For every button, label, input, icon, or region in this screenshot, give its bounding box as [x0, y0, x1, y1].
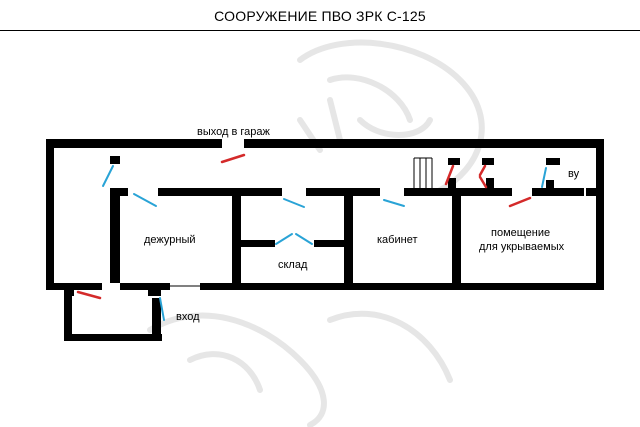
door-blue-duty — [133, 193, 157, 207]
label-garage-exit: выход в гараж — [197, 126, 271, 138]
door-blue-entrance — [159, 297, 165, 321]
door-blue-office — [383, 199, 405, 207]
door-red-vestibule — [76, 290, 102, 300]
blue-doors — [102, 165, 547, 321]
red-doors — [76, 153, 532, 300]
label-office: кабинет — [377, 234, 417, 246]
label-shelter-room-line1: помещение — [491, 227, 550, 239]
title-divider — [0, 30, 640, 31]
door-blue-vu — [541, 167, 547, 188]
door-blue-storage-top — [283, 198, 305, 208]
door-blue-storage-left — [275, 233, 293, 245]
label-entrance: вход — [176, 311, 200, 323]
door-red-stair-1 — [444, 164, 455, 186]
walls — [46, 139, 604, 341]
door-red-shelter — [508, 196, 532, 208]
door-blue-storage-right — [295, 233, 313, 245]
label-ventilation: ву — [568, 168, 580, 180]
stairs — [413, 157, 433, 188]
label-duty-room: дежурный — [144, 234, 196, 246]
label-shelter-room-line2: для укрываемых — [479, 241, 565, 253]
door-blue-corridor-left — [102, 165, 114, 187]
door-red-stair-2 — [478, 164, 487, 177]
door-red-garage — [220, 153, 246, 164]
watermark-lynx-image — [147, 39, 485, 427]
door-red-stair-3 — [478, 175, 488, 189]
label-storage: склад — [278, 259, 308, 271]
page-title: СООРУЖЕНИЕ ПВО ЗРК С-125 — [214, 8, 426, 24]
